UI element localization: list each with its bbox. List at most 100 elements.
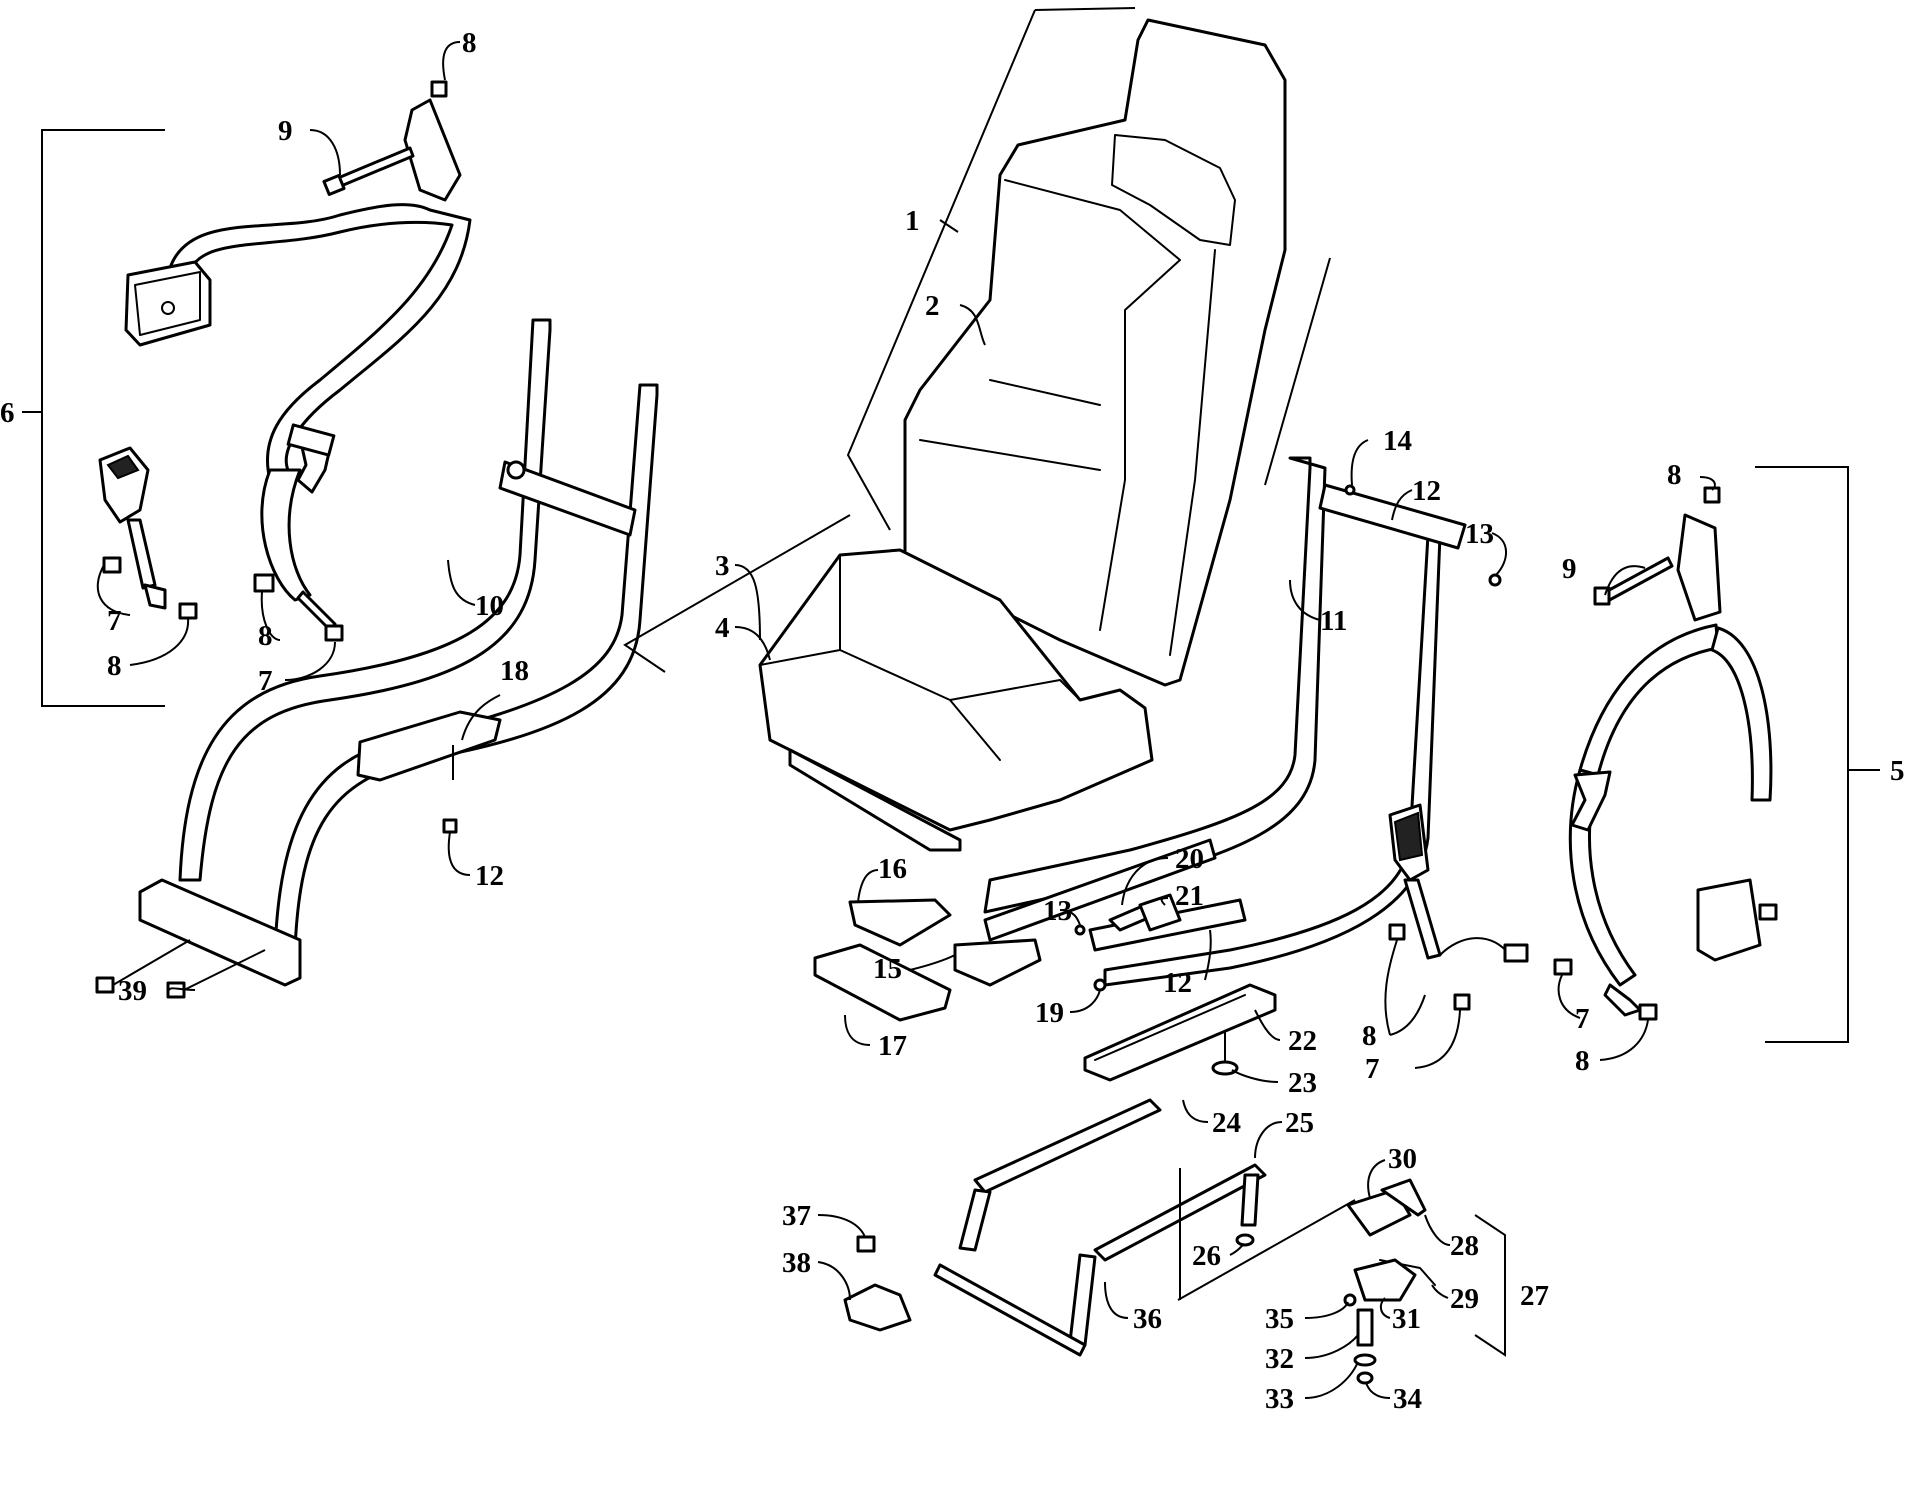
leader-7a — [96, 564, 131, 616]
leader-11 — [1289, 579, 1321, 621]
callout-39: 39 — [118, 975, 147, 1007]
bracket-5 — [1755, 466, 1849, 1043]
left-upper-anchor — [403, 98, 462, 202]
leader-24 — [1182, 1099, 1209, 1123]
leader-26 — [1229, 1243, 1245, 1256]
callout-20: 20 — [1175, 843, 1204, 875]
callout-8: 8 — [1575, 1045, 1590, 1077]
leader-34 — [1365, 1381, 1391, 1399]
left-retractor — [124, 260, 212, 347]
callout-7: 7 — [107, 605, 122, 637]
leader-22 — [1254, 1009, 1281, 1041]
left-upper-bolt-head — [322, 174, 346, 196]
bracket-27 — [1474, 1214, 1506, 1357]
callout-33: 33 — [1265, 1383, 1294, 1415]
slide-rail-22-channel — [1094, 994, 1246, 1061]
callout-18: 18 — [500, 655, 529, 687]
bracket-18 — [356, 710, 502, 782]
right-upper-nut — [1703, 486, 1721, 504]
callout-13: 13 — [1465, 518, 1494, 550]
leader-21 — [1160, 897, 1169, 906]
left-frame-rail — [95, 318, 659, 999]
callout-31: 31 — [1392, 1303, 1421, 1335]
base-leg-rl — [1068, 1253, 1097, 1347]
screw-14 — [1344, 484, 1356, 496]
seat-3-bracket — [623, 514, 851, 673]
leader-8d — [260, 591, 281, 641]
slider-hardware — [813, 838, 1277, 1082]
callout-6: 6 — [0, 397, 15, 429]
right-retractor — [1696, 878, 1762, 962]
callout-24: 24 — [1212, 1107, 1241, 1139]
leader-7d — [1557, 974, 1581, 1019]
bumper-26 — [1235, 1233, 1255, 1247]
callout-29: 29 — [1450, 1283, 1479, 1315]
leader-7b — [284, 641, 336, 681]
callout-2: 2 — [925, 290, 940, 322]
leader-lines — [96, 41, 1716, 1399]
leader-17 — [844, 1014, 871, 1046]
callout-28: 28 — [1450, 1230, 1479, 1262]
callout-26: 26 — [1192, 1240, 1221, 1272]
left-tongue-clip — [286, 423, 336, 457]
callout-22: 22 — [1288, 1025, 1317, 1057]
callout-8: 8 — [107, 650, 122, 682]
leader-39-a — [112, 939, 191, 986]
right-buckle-stalk — [1403, 878, 1442, 960]
latch-21 — [1138, 893, 1182, 932]
leader-9b — [1604, 565, 1646, 596]
right-buckle-button — [1393, 811, 1424, 862]
callout-7: 7 — [258, 665, 273, 697]
callout-8: 8 — [1362, 1020, 1377, 1052]
leader-39-b — [183, 949, 266, 991]
right-seatbelt-group — [1388, 466, 1880, 1043]
callout-5: 5 — [1890, 755, 1905, 787]
handle-28 — [1380, 1178, 1427, 1217]
callout-32: 32 — [1265, 1343, 1294, 1375]
leader-37 — [817, 1214, 866, 1238]
bolt-39-a — [95, 976, 115, 994]
right-buckle-nut — [1388, 923, 1406, 941]
callout-27: 27 — [1520, 1280, 1549, 1312]
callout-8: 8 — [1667, 459, 1682, 491]
bracket-16 — [848, 898, 952, 947]
right-lower-anchor — [1603, 983, 1642, 1017]
leader-1 — [939, 219, 959, 233]
leader-8b — [1699, 476, 1716, 491]
callout-23: 23 — [1288, 1067, 1317, 1099]
callout-13: 13 — [1043, 895, 1072, 927]
left-lower-anchor-plate — [296, 590, 337, 632]
right-belt-strap-upper — [1578, 623, 1720, 777]
left-upper-nut — [430, 80, 448, 98]
callout-30: 30 — [1388, 1143, 1417, 1175]
callout-numbers: 8 9 6 7 8 8 7 10 18 12 39 1 2 3 4 14 12 … — [0, 27, 1905, 1415]
left-buckle-bolt — [102, 556, 122, 574]
callout-38: 38 — [782, 1247, 811, 1279]
cushion-panel-lines — [759, 554, 1081, 761]
tray-17 — [813, 943, 952, 1022]
screw-13-right — [1488, 573, 1502, 587]
leader-31 — [1379, 1297, 1391, 1319]
callout-25: 25 — [1285, 1107, 1314, 1139]
leader-38 — [817, 1261, 851, 1301]
right-retractor-bolt — [1758, 903, 1778, 921]
base-leg-rr — [1240, 1173, 1260, 1227]
callout-7: 7 — [1575, 1003, 1590, 1035]
leader-8e-b — [1384, 939, 1398, 1036]
right-belt-tongue — [1570, 770, 1612, 832]
leader-12a — [447, 831, 471, 876]
frame-rail-10-front — [178, 318, 552, 882]
leader-8c — [129, 617, 190, 666]
leader-16 — [857, 869, 879, 903]
callout-35: 35 — [1265, 1303, 1294, 1335]
leader-3 — [734, 564, 761, 641]
left-lower-bolt — [324, 624, 344, 642]
bolt-23 — [1211, 1060, 1239, 1076]
leader-13b — [1491, 532, 1507, 576]
callout-12: 12 — [1163, 967, 1192, 999]
leader-4 — [734, 626, 771, 661]
right-buckle-connector — [1503, 943, 1529, 963]
callout-9: 9 — [1562, 553, 1577, 585]
left-retractor-face — [134, 271, 201, 336]
cushion-base — [788, 748, 962, 852]
